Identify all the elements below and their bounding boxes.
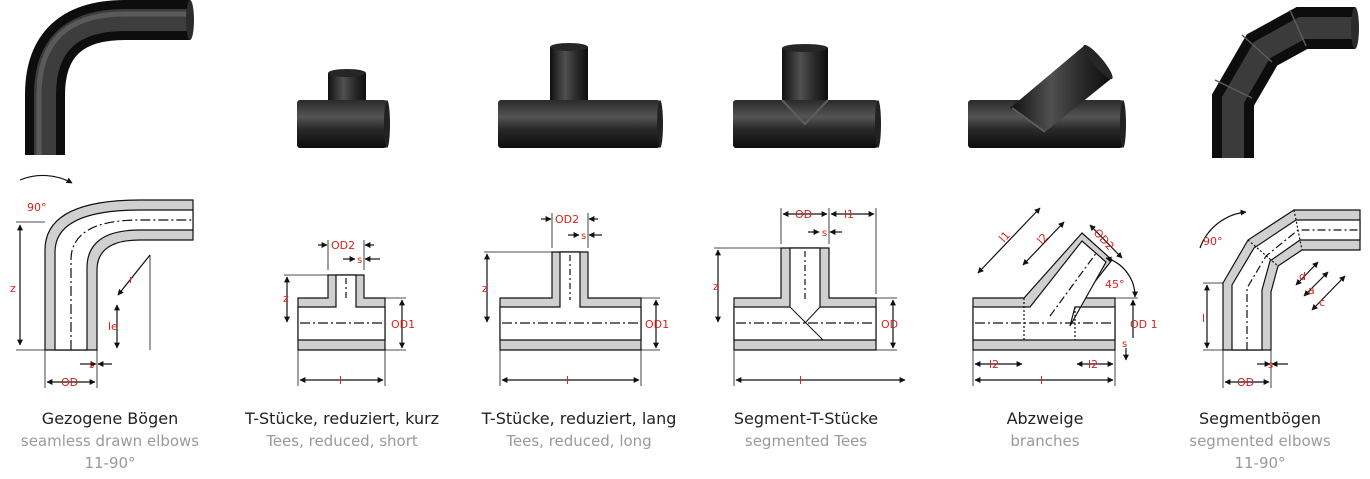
drawing-segmented-elbow xyxy=(1199,209,1361,388)
caption-segmented-elbows: Segmentbögen segmented elbows 11-90° xyxy=(1150,408,1370,474)
label-od: OD xyxy=(1237,376,1254,389)
label-l: l xyxy=(799,374,802,387)
label-angle: 45° xyxy=(1105,278,1125,291)
caption-en: seamless drawn elbows xyxy=(20,432,200,450)
caption-de: Segment-T-Stücke xyxy=(733,409,879,428)
label-angle: 90° xyxy=(27,201,47,214)
photo-segmented-elbow xyxy=(1212,6,1359,158)
label-l1: l1 xyxy=(844,208,854,221)
caption-de: Segmentbögen xyxy=(1198,409,1322,428)
drawing-tee-reduced-long xyxy=(484,213,660,386)
label-z: z xyxy=(713,280,719,293)
caption-tees-reduced-long: T-Stücke, reduziert, lang Tees, reduced,… xyxy=(469,408,689,452)
label-od-top: OD xyxy=(795,208,812,221)
label-z: z xyxy=(283,292,289,305)
caption-en: Tees, reduced, long xyxy=(506,432,652,450)
label-z: z xyxy=(482,282,488,295)
caption-en-range: 11-90° xyxy=(1234,454,1286,472)
caption-segmented-tees: Segment-T-Stücke segmented Tees xyxy=(696,408,916,452)
caption-de: T-Stücke, reduziert, lang xyxy=(481,409,677,428)
label-le: le xyxy=(108,320,118,333)
caption-de: Gezogene Bögen xyxy=(41,409,179,428)
label-l1: l1 xyxy=(997,229,1013,245)
label-r: r xyxy=(129,273,134,286)
label-l: l xyxy=(339,374,342,387)
drawing-segmented-tee xyxy=(714,208,906,386)
label-od2: OD2 xyxy=(331,239,355,252)
label-s: s xyxy=(357,255,362,266)
caption-de: T-Stücke, reduziert, kurz xyxy=(244,409,440,428)
photo-tee-reduced-long xyxy=(498,43,663,148)
label-od1: OD1 xyxy=(391,318,415,331)
label-l2-right: l2 xyxy=(1088,358,1098,371)
drawing-tee-reduced-short xyxy=(284,240,406,386)
label-l: l xyxy=(566,374,569,387)
label-l2-left: l2 xyxy=(989,358,999,371)
label-c: c xyxy=(1319,296,1325,309)
caption-seamless-elbows: Gezogene Bögen seamless drawn elbows 11-… xyxy=(0,408,220,474)
caption-en: segmented elbows xyxy=(1189,432,1331,450)
label-od1: OD 1 xyxy=(1130,318,1158,331)
label-a: a xyxy=(1308,284,1315,297)
caption-en: branches xyxy=(1010,432,1080,450)
label-s: s xyxy=(822,228,827,239)
caption-en-range: 11-90° xyxy=(84,454,136,472)
label-l2-top: l2 xyxy=(1035,231,1051,247)
label-l: l xyxy=(1202,312,1205,325)
caption-tees-reduced-short: T-Stücke, reduziert, kurz Tees, reduced,… xyxy=(232,408,452,452)
label-s: s xyxy=(89,360,94,371)
label-od2: OD2 xyxy=(555,213,579,226)
caption-branches: Abzweige branches xyxy=(935,408,1155,452)
caption-en: segmented Tees xyxy=(744,432,868,450)
label-d: d xyxy=(1299,270,1306,283)
photo-segmented-tee xyxy=(733,44,881,148)
caption-de: Abzweige xyxy=(1006,409,1084,428)
label-z: z xyxy=(10,282,16,295)
label-od1: OD1 xyxy=(645,318,669,331)
photo-branch xyxy=(968,44,1126,148)
label-s: s xyxy=(581,231,586,242)
drawing-seamless-elbow xyxy=(16,174,194,388)
label-od: OD xyxy=(61,376,78,389)
label-s: s xyxy=(1268,360,1273,371)
label-angle: 90° xyxy=(1203,235,1223,248)
photo-seamless-elbow xyxy=(25,0,194,155)
drawing-branch xyxy=(972,207,1139,386)
photo-tee-reduced-short xyxy=(297,69,390,148)
label-od-side: OD xyxy=(881,318,898,331)
label-l: l xyxy=(1040,374,1043,387)
label-s: s xyxy=(1122,339,1127,350)
caption-en: Tees, reduced, short xyxy=(266,432,418,450)
